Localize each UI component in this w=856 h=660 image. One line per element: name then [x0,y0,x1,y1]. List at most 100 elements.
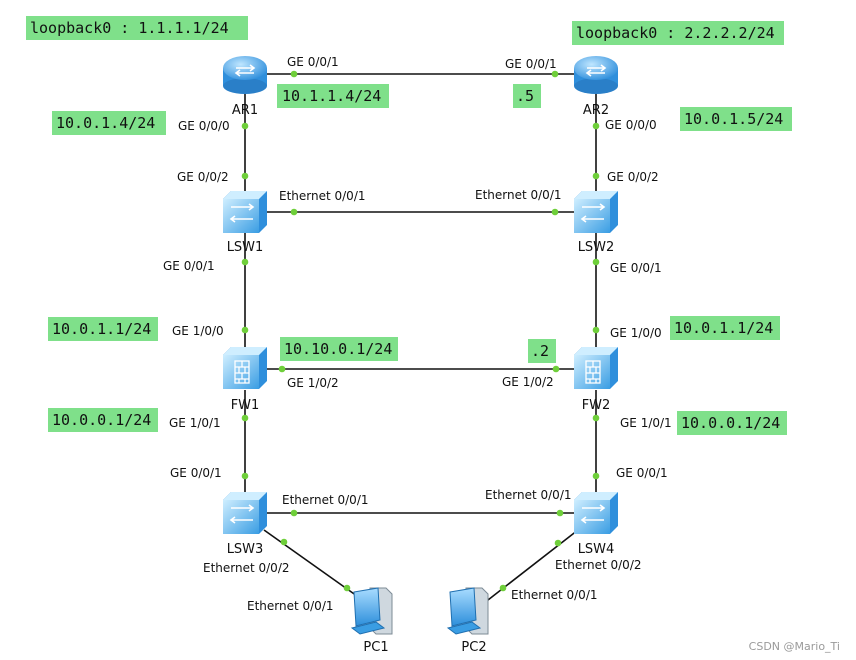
tag-ar1-down-ip: 10.0.1.4/24 [52,111,166,135]
port-label: GE 1/0/2 [287,376,339,390]
svg-text:10.0.1.5/24: 10.0.1.5/24 [684,110,783,128]
tag-fw1-up-ip: 10.0.1.1/24 [48,317,158,341]
port-label: GE 0/0/2 [177,170,229,184]
port-dot [499,584,507,592]
port-dot [592,326,600,334]
port-label: GE 0/0/1 [163,259,215,273]
switch-icon [574,500,610,534]
port-dot [592,258,600,266]
svg-text:.2: .2 [531,342,549,360]
tag-fw1-link-ip: 10.10.0.1/24 [280,337,398,361]
port-dot [280,538,288,546]
port-dot [241,414,249,422]
monitor-icon [353,587,381,627]
pc-pc2[interactable] [446,587,489,635]
port-label: Ethernet 0/0/1 [279,189,366,203]
device-label-pc1: PC1 [363,640,388,655]
port-label: GE 1/0/1 [620,416,672,430]
switch-icon [574,199,610,233]
device-label-ar1: AR1 [232,103,258,118]
port-dot [551,70,559,78]
switch-lsw1[interactable] [223,191,267,233]
port-label: Ethernet 0/0/1 [247,599,334,613]
port-label: Ethernet 0/0/2 [203,561,290,575]
svg-text:10.0.0.1/24: 10.0.0.1/24 [52,411,151,429]
watermark: CSDN @Mario_Ti [749,640,840,653]
port-dot [551,208,559,216]
port-dot [556,509,564,517]
svg-text:.5: .5 [516,87,534,105]
port-dot [278,365,286,373]
router-ar1[interactable] [223,56,267,94]
switch-lsw4[interactable] [574,492,618,534]
svg-text:10.0.0.1/24: 10.0.0.1/24 [681,414,780,432]
port-label: GE 1/0/0 [610,326,662,340]
device-label-ar2: AR2 [583,103,609,118]
port-dot [554,539,562,547]
svg-text:10.0.1.1/24: 10.0.1.1/24 [52,320,151,338]
port-label: GE 0/0/1 [170,466,222,480]
tag-fw2-down-ip: 10.0.0.1/24 [677,411,787,435]
tag-ar2-loopback: loopback0 : 2.2.2.2/24 [572,21,784,45]
port-label: Ethernet 0/0/1 [282,493,369,507]
port-dot [343,584,351,592]
device-label-lsw3: LSW3 [227,542,264,557]
svg-text:10.0.1.1/24: 10.0.1.1/24 [674,319,773,337]
port-label: Ethernet 0/0/2 [555,558,642,572]
port-dot [552,365,560,373]
port-dot [241,172,249,180]
port-label: GE 0/0/1 [610,261,662,275]
firewall-fw1[interactable] [223,347,267,389]
port-dot [592,122,600,130]
switch-lsw3[interactable] [223,492,267,534]
port-label: GE 1/0/1 [169,416,221,430]
port-label: GE 0/0/2 [607,170,659,184]
firewall-fw2[interactable] [574,347,618,389]
switch-icon [223,199,259,233]
link-lsw3-pc1 [263,529,358,597]
port-dot [241,258,249,266]
svg-text:10.10.0.1/24: 10.10.0.1/24 [284,340,392,358]
tag-fw2-link-ip: .2 [528,339,556,363]
tag-ar1-loopback: loopback0 : 1.1.1.1/24 [26,16,248,40]
router-ar2[interactable] [574,56,618,94]
tag-fw2-up-ip: 10.0.1.1/24 [670,316,780,340]
port-dot [241,122,249,130]
svg-text:loopback0 : 1.1.1.1/24: loopback0 : 1.1.1.1/24 [30,19,229,37]
port-dot [592,472,600,480]
port-label: Ethernet 0/0/1 [475,188,562,202]
port-label: Ethernet 0/0/1 [485,488,572,502]
svg-text:10.1.1.4/24: 10.1.1.4/24 [282,87,381,105]
device-label-lsw4: LSW4 [578,542,615,557]
device-label-pc2: PC2 [461,640,486,655]
device-label-lsw1: LSW1 [227,240,264,255]
tag-fw1-down-ip: 10.0.0.1/24 [48,408,158,432]
tag-ar2-link-ip: .5 [513,84,541,108]
port-dot [592,172,600,180]
firewall-icon [574,355,610,389]
svg-text:loopback0 : 2.2.2.2/24: loopback0 : 2.2.2.2/24 [576,24,775,42]
firewall-icon [223,355,259,389]
device-label-lsw2: LSW2 [578,240,615,255]
monitor-icon [449,587,477,627]
port-label: Ethernet 0/0/1 [511,588,598,602]
port-dot [592,414,600,422]
port-label: GE 1/0/2 [502,375,554,389]
port-dot [290,70,298,78]
port-dot [290,208,298,216]
pc-pc1[interactable] [350,587,393,635]
port-label: GE 0/0/0 [178,119,230,133]
switch-icon [223,500,259,534]
device-label-fw2: FW2 [582,398,611,413]
tag-ar2-down-ip: 10.0.1.5/24 [680,107,792,131]
svg-text:10.0.1.4/24: 10.0.1.4/24 [56,114,155,132]
device-label-fw1: FW1 [231,398,260,413]
port-label: GE 0/0/1 [505,57,557,71]
port-label: GE 0/0/1 [616,466,668,480]
port-dot [290,509,298,517]
port-label: GE 0/0/0 [605,118,657,132]
port-label: GE 1/0/0 [172,324,224,338]
switch-lsw2[interactable] [574,191,618,233]
port-dot [241,472,249,480]
port-dot [241,326,249,334]
